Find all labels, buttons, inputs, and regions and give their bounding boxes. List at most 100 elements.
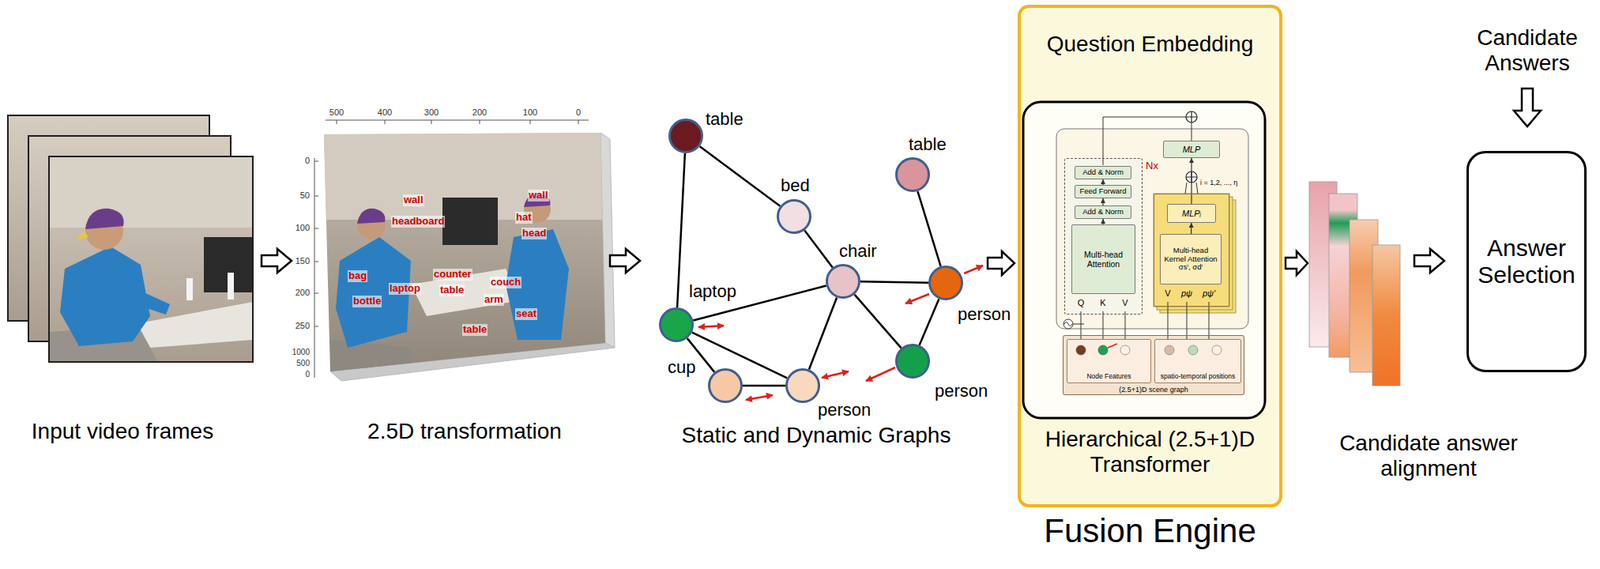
node-text: Nx (1145, 160, 1167, 173)
mlp-box: MLPᵢ (1167, 203, 1216, 223)
scene-graph-fill (1076, 345, 1086, 355)
answer-selection-box: Answer Selection (1466, 150, 1587, 373)
object-label: table (908, 134, 947, 155)
depth-plot-axes (336, 120, 338, 125)
stage-caption: Input video frames (31, 418, 214, 445)
scene-graph-node: bed (776, 199, 812, 234)
object-tag: table (462, 323, 488, 336)
depth-plot-axes (314, 195, 319, 197)
flow-arrow (1102, 218, 1104, 225)
input-label: K (1099, 297, 1106, 309)
object-tag: head (521, 227, 547, 240)
node-text: MLP (1182, 144, 1201, 155)
axis-tick: 100 (523, 107, 538, 118)
video-frames (48, 156, 253, 362)
fusion-engine-panel: Question EmbeddingHierarchical (2.5+1)D … (1017, 4, 1283, 508)
graph-edge (919, 298, 940, 345)
motion-arrow (821, 371, 849, 378)
positional-encoding-symbol (1063, 319, 1073, 329)
object-tag: laptop (388, 282, 422, 295)
node-text: Multi-head Attention (1073, 249, 1134, 269)
frame-photo (49, 157, 253, 362)
flow-arrow (1190, 158, 1192, 204)
input-label: pψ (1181, 288, 1193, 299)
axis-tick: 50 (300, 190, 310, 201)
graph-edge (809, 297, 837, 370)
positional-encoding-symbol (1064, 322, 1073, 327)
scene-graph-node: chair (825, 263, 861, 299)
depth-plot-axes (578, 120, 580, 125)
node-features-box: Node Features (1066, 338, 1152, 384)
input-label: V (1164, 288, 1171, 299)
scene-graph-fill (1164, 345, 1175, 355)
object-label: chair (839, 240, 878, 261)
panel-fill (1056, 128, 1249, 329)
frame-photo (49, 157, 253, 228)
node-text: Add & Norm (1082, 207, 1124, 217)
transformer-wire (1191, 122, 1193, 141)
add-norm-box: Add & Norm (1074, 205, 1132, 219)
transformer-wire (1185, 182, 1187, 194)
pipeline-arrow (1414, 248, 1445, 273)
scene-graph-fill (1212, 345, 1222, 355)
axis-tick: 500 (296, 358, 310, 369)
attention-box: Multi-head Attention (1071, 224, 1136, 294)
node-text: σsⁱ, σdⁱ (1178, 263, 1203, 272)
object-tag: wall (527, 189, 550, 202)
node-text: Add & Norm (1082, 168, 1124, 177)
flow-arrow (1102, 179, 1104, 185)
transformer-wire (1208, 301, 1210, 339)
flow-arrow (1102, 198, 1104, 206)
scene-graph-node: laptop (658, 307, 694, 343)
scene-graph-fill (1062, 335, 1245, 396)
node-text: MLPᵢ (1182, 208, 1201, 219)
graph-edge (804, 230, 832, 268)
scene-graph-fill (1188, 345, 1198, 355)
depth-photo (323, 132, 615, 381)
axis-tick: 250 (295, 320, 310, 332)
alignment-bar (1372, 244, 1401, 386)
scene-graph-node: table (668, 118, 704, 154)
axis-tick: 0 (304, 369, 310, 380)
object-tag: couch (489, 276, 522, 289)
feed-forward-box: Feed Forward (1074, 184, 1132, 199)
axis-tick: 500 (329, 107, 344, 118)
sum-symbol (1185, 111, 1198, 123)
stage-caption: 2.5D transformation (367, 418, 562, 445)
stage-caption: Candidate answer alignment (1329, 430, 1528, 482)
panel-fill (1065, 158, 1142, 314)
kernel-stack-fill (1153, 193, 1230, 307)
object-label: person (934, 380, 988, 401)
positions-box: spatio-temporal positions (1154, 338, 1242, 384)
object-tag: seat (515, 308, 538, 320)
object-tag: wall (402, 194, 425, 207)
graph-edge (692, 332, 787, 379)
scene-graph-fill (1062, 335, 1245, 396)
node-text: i = 1,2, ..., η (1200, 178, 1250, 187)
depth-plot-axes (530, 120, 531, 125)
object-tag: bottle (352, 295, 382, 308)
input-caption: Candidate Answers (1462, 25, 1593, 76)
scene-graph-node: table (895, 157, 930, 192)
node-text: Answer Selection (1475, 234, 1578, 290)
sum-symbol (1185, 111, 1198, 123)
pipeline-arrow (1513, 88, 1541, 127)
axis-tick: 1000 (292, 347, 310, 358)
scene-graph-node: cup (707, 368, 743, 403)
depth-plot-axes (314, 293, 319, 294)
transformer-wire (1196, 182, 1198, 194)
object-label: laptop (688, 281, 737, 302)
depth-plot-axes (431, 120, 433, 125)
object-tag: hat (515, 211, 533, 224)
axis-tick: 300 (424, 107, 439, 118)
object-tag: headboard (391, 215, 445, 228)
motion-arrow (745, 395, 773, 400)
motion-arrow (865, 367, 896, 381)
depth-plot-axes (314, 161, 319, 162)
transformer-wire (1186, 301, 1188, 339)
depth-photo-scene (357, 208, 385, 224)
axis-tick: 200 (472, 107, 487, 118)
axis-tick: 100 (295, 222, 310, 234)
depth-plot-axes (314, 261, 319, 263)
